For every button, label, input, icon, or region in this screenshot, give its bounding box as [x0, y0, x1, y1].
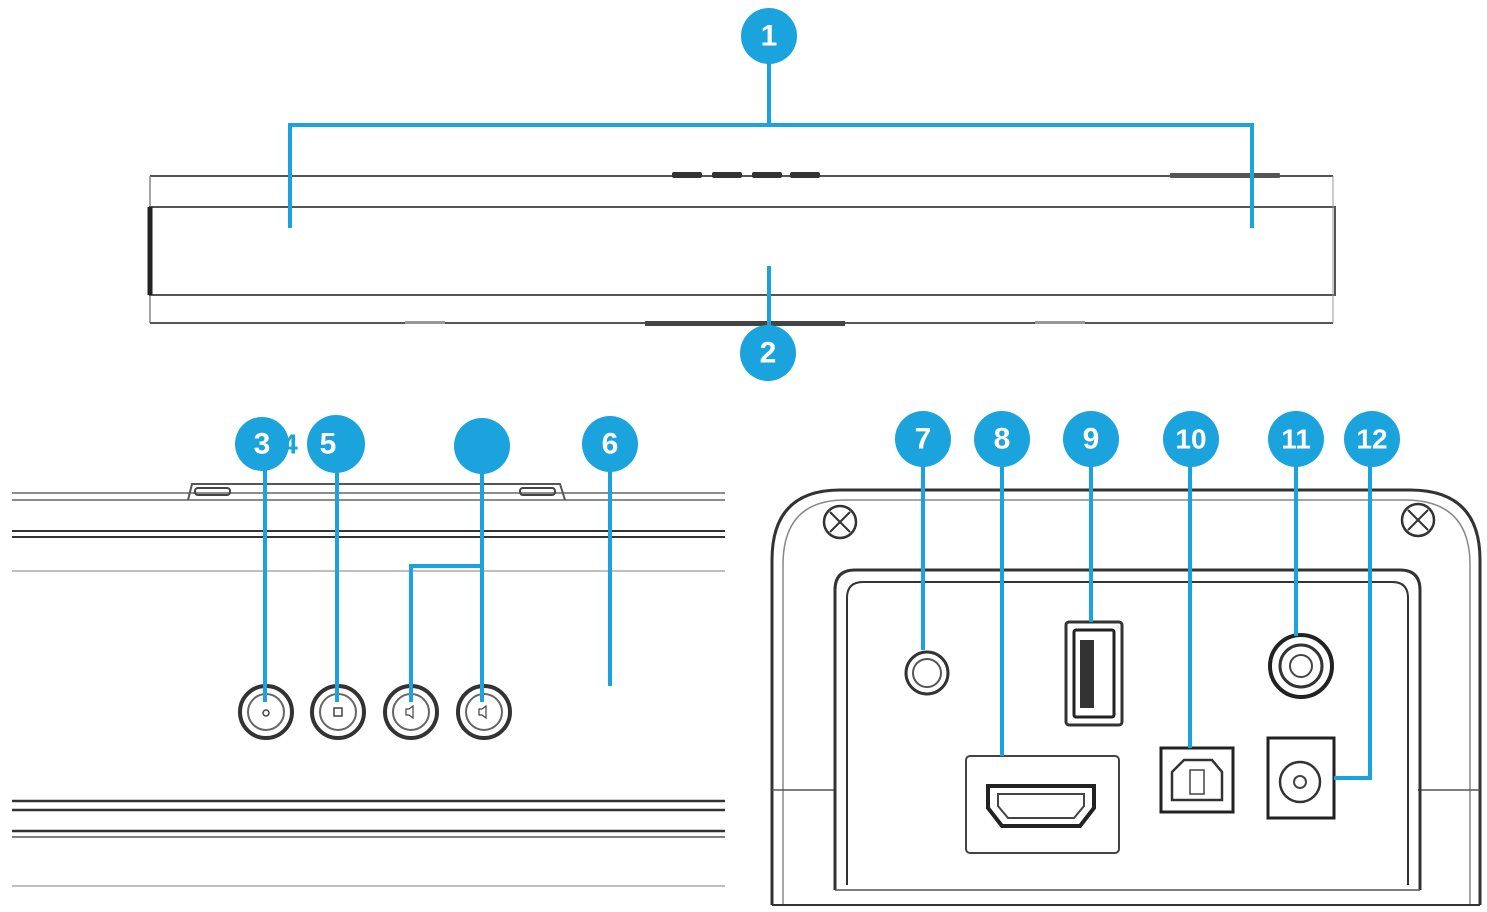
callout-8-label: 8: [994, 423, 1011, 456]
volume-down-button[interactable]: [383, 684, 439, 740]
aux-port[interactable]: [904, 650, 950, 696]
callout-1: 1: [741, 8, 797, 64]
hdmi-port[interactable]: [965, 755, 1120, 854]
usb-port[interactable]: [1064, 620, 1124, 727]
callout-12-label: 12: [1356, 424, 1387, 455]
callout-3: 3: [235, 417, 289, 471]
volume-up-button[interactable]: [456, 684, 512, 740]
control-panel-view: 4 3 5 6: [12, 415, 725, 887]
callout-12: 12: [1344, 411, 1400, 467]
callout-9: 9: [1063, 411, 1119, 467]
callout-5: 5: [307, 415, 365, 473]
callout-8: 8: [974, 411, 1030, 467]
optical-port[interactable]: [1159, 746, 1235, 814]
callout-blank: [454, 418, 510, 474]
soundbar-front-view: 1 2: [147, 8, 1336, 381]
dc-power-port[interactable]: [1266, 736, 1336, 820]
aux-jack-icon: [904, 650, 950, 696]
dc-power-icon: [1266, 736, 1336, 820]
callout-6-label: 6: [602, 428, 619, 461]
callout-1-label: 1: [761, 20, 778, 53]
callout-7-label: 7: [915, 423, 932, 456]
subwoofer-port[interactable]: [1268, 633, 1334, 699]
screw-icon: [822, 504, 858, 540]
callout-11-label: 11: [1281, 424, 1311, 455]
callout-10-label: 10: [1175, 424, 1206, 455]
volume-down-icon: [405, 704, 414, 720]
callout-3-label: 3: [254, 428, 271, 461]
callout-5-label: 5: [320, 428, 337, 461]
callout-11: 11: [1268, 411, 1324, 467]
callout-9-label: 9: [1083, 423, 1100, 456]
volume-up-icon: [478, 704, 487, 720]
callout-2: 2: [740, 325, 796, 381]
screw-icon: [1400, 502, 1436, 538]
callout-2-label: 2: [760, 337, 777, 370]
callout-10: 10: [1163, 411, 1219, 467]
usb-port-icon: [1064, 620, 1124, 727]
hdmi-port-icon: [986, 784, 1096, 828]
audio-jack-icon: [1268, 633, 1334, 699]
power-icon: [262, 709, 270, 717]
rear-port-panel-view: 7 8 9 10 11 12: [770, 411, 1482, 906]
callout-6: 6: [582, 416, 638, 472]
callout-7: 7: [895, 411, 951, 467]
source-icon: [333, 707, 343, 717]
optical-port-icon: [1159, 746, 1235, 814]
